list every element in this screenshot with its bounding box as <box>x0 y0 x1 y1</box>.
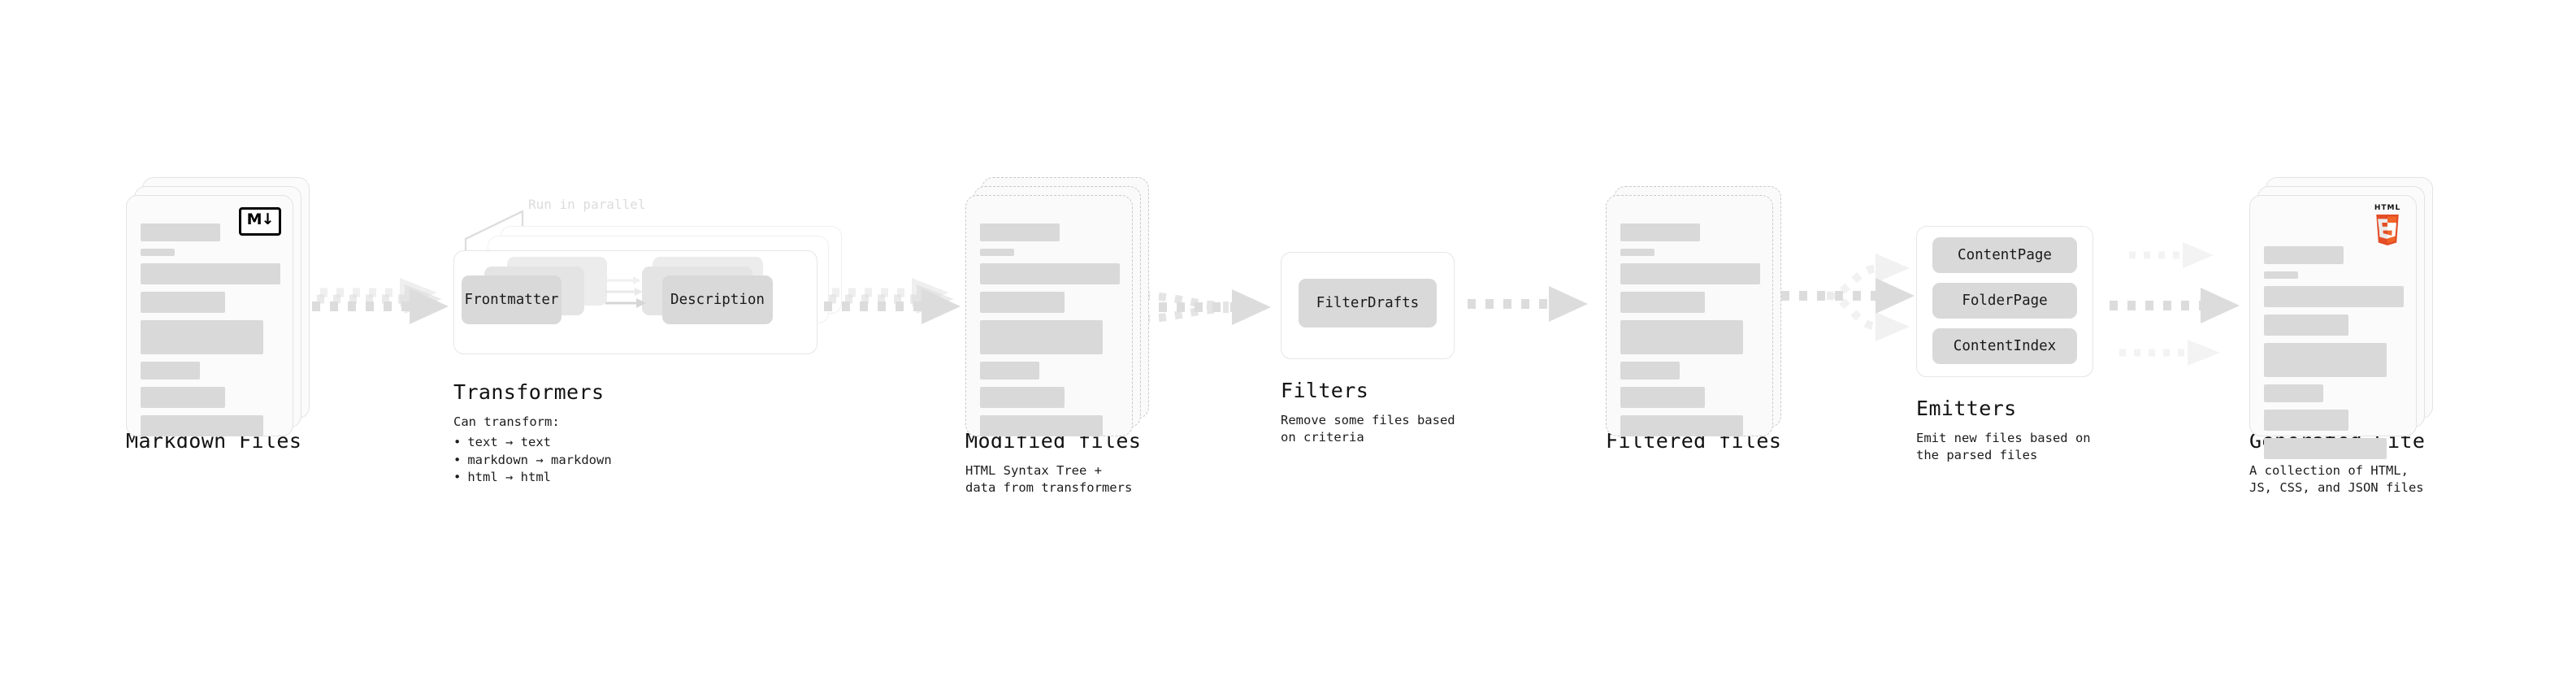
file-skeleton-body <box>980 223 1120 444</box>
transformer-inner-arrows-icon <box>605 272 662 324</box>
html5-badge: HTML <box>2372 204 2403 248</box>
file-skeleton-body <box>1620 223 1760 444</box>
skeleton-bar <box>980 292 1065 313</box>
connector-filters-to-filtered <box>1463 276 1601 345</box>
modified-files-caption: Modified files HTML Syntax Tree + data f… <box>965 429 1141 497</box>
connector-markdown-to-transformers <box>309 268 455 353</box>
chip-label: Frontmatter <box>464 292 559 308</box>
skeleton-bar <box>2264 286 2404 307</box>
list-item: html → html <box>453 469 612 486</box>
skeleton-bar <box>141 249 175 256</box>
chip-label: ContentPage <box>1958 247 2052 263</box>
connector-emitters-to-site <box>2101 228 2264 385</box>
stage-title: Filters <box>1281 379 1369 402</box>
transformer-capability-list: text → text markdown → markdown html → h… <box>453 434 612 486</box>
list-item: text → text <box>453 434 612 451</box>
stage-title: Emitters <box>1916 397 2017 420</box>
connector-filtered-to-emitters <box>1780 236 1942 361</box>
skeleton-bar <box>1620 292 1705 313</box>
skeleton-bar <box>1620 223 1700 241</box>
skeleton-bar <box>2264 343 2387 377</box>
chip-label: FolderPage <box>1962 293 2048 309</box>
skeleton-bar <box>980 387 1065 408</box>
transformers-caption: Transformers Can transform: text → text … <box>453 380 612 487</box>
connector-transformers-to-modified <box>821 268 967 353</box>
skeleton-bar <box>141 263 280 284</box>
skeleton-bar <box>141 320 263 354</box>
html5-badge-label: HTML <box>2374 204 2401 212</box>
skeleton-bar <box>2264 438 2387 459</box>
skeleton-bar <box>980 362 1039 380</box>
skeleton-bar <box>980 223 1060 241</box>
filtered-file-card-front <box>1606 195 1773 436</box>
skeleton-bar <box>141 223 220 241</box>
skeleton-bar <box>141 387 225 408</box>
filter-chip-filterdrafts[interactable]: FilterDrafts <box>1299 279 1437 327</box>
list-item: markdown → markdown <box>453 452 611 469</box>
emitters-caption: Emitters Emit new files based on the par… <box>1916 397 2091 465</box>
skeleton-bar <box>141 362 200 380</box>
skeleton-bar <box>980 249 1014 256</box>
skeleton-bar <box>2264 410 2348 431</box>
skeleton-bar <box>980 415 1103 436</box>
file-skeleton-body <box>141 223 280 444</box>
skeleton-bar <box>1620 263 1760 284</box>
modified-file-card-front <box>965 195 1133 436</box>
stage-desc: Remove some files based on criteria <box>1281 413 1455 445</box>
chip-label: Description <box>670 292 765 308</box>
emitter-chip-contentpage[interactable]: ContentPage <box>1932 237 2077 273</box>
skeleton-bar <box>1620 387 1705 408</box>
skeleton-bar <box>2264 246 2344 264</box>
run-in-parallel-annotation: Run in parallel <box>528 197 646 212</box>
skeleton-bar <box>2264 314 2348 336</box>
skeleton-bar <box>141 292 225 313</box>
chip-label: ContentIndex <box>1953 338 2057 354</box>
markdown-badge: M↓ <box>239 207 281 236</box>
generated-site-card-front: HTML <box>2249 195 2417 459</box>
emitter-chip-folderpage[interactable]: FolderPage <box>1932 283 2077 319</box>
stage-title: Transformers <box>453 380 605 404</box>
filters-caption: Filters Remove some files based on crite… <box>1281 379 1455 447</box>
stage-desc: Can transform: <box>453 414 560 429</box>
stage-desc: HTML Syntax Tree + data from transformer… <box>965 463 1133 496</box>
skeleton-bar <box>980 320 1103 354</box>
run-in-parallel-label: Run in parallel <box>528 197 646 212</box>
skeleton-bar <box>980 263 1120 284</box>
skeleton-bar <box>141 415 263 436</box>
skeleton-bar <box>2264 271 2298 279</box>
skeleton-bar <box>1620 320 1743 354</box>
html5-shield-icon <box>2376 215 2399 245</box>
file-skeleton-body <box>2264 246 2404 466</box>
skeleton-bar <box>1620 249 1654 256</box>
chip-label: FilterDrafts <box>1316 295 1420 311</box>
stage-desc: Emit new files based on the parsed files <box>1916 431 2091 463</box>
transformer-chip-frontmatter[interactable]: Frontmatter <box>462 275 562 324</box>
connector-modified-to-filters <box>1138 260 1292 353</box>
transformer-chip-description[interactable]: Description <box>662 275 773 324</box>
skeleton-bar <box>2264 384 2323 402</box>
emitter-chip-contentindex[interactable]: ContentIndex <box>1932 328 2077 364</box>
skeleton-bar <box>1620 415 1743 436</box>
skeleton-bar <box>1620 362 1680 380</box>
markdown-file-card-front: M↓ <box>126 195 293 436</box>
stage-desc: A collection of HTML, JS, CSS, and JSON … <box>2249 463 2424 496</box>
